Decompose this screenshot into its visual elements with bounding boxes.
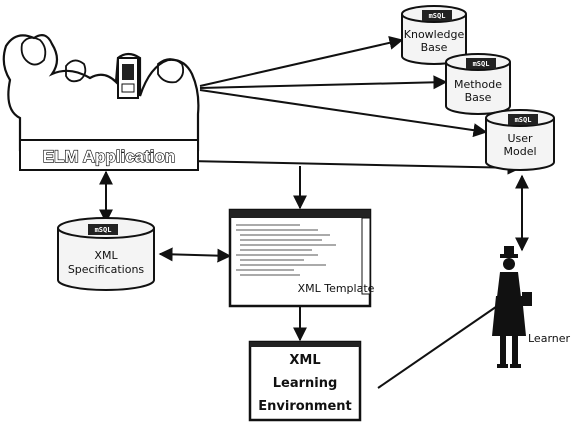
database-label-line: Model bbox=[503, 145, 536, 158]
msql-tag-label: mSQL bbox=[429, 12, 446, 20]
elm-application: ELM Application bbox=[2, 34, 200, 171]
environment-title-bar bbox=[250, 342, 360, 347]
database-label-line: XML bbox=[94, 249, 118, 262]
msql-tag-label: mSQL bbox=[515, 116, 532, 124]
arrow-app-to-user-model bbox=[199, 89, 488, 138]
document-text-lines bbox=[236, 224, 336, 276]
msql-tag bbox=[466, 58, 496, 69]
arrow-app-template-user-model bbox=[138, 153, 522, 175]
connectors bbox=[99, 35, 529, 389]
msql-tag bbox=[88, 224, 118, 235]
arrow-specs-template bbox=[158, 247, 232, 263]
xml-learning-environment: XML Learning Environment bbox=[248, 340, 362, 422]
xml-template-window: XML Template bbox=[228, 208, 375, 308]
xml-template-label: XML Template bbox=[298, 282, 375, 295]
database-label-line: Methode bbox=[454, 78, 502, 91]
environment-label-line: XML bbox=[289, 353, 320, 368]
line-environment-to-learner bbox=[377, 299, 507, 389]
database-knowledge-base: mSQL Knowledge Base bbox=[401, 5, 467, 65]
head-icon bbox=[503, 258, 515, 270]
hat-icon bbox=[500, 254, 518, 258]
database-label-line: Specifications bbox=[68, 263, 145, 276]
database-label-line: Knowledge bbox=[404, 28, 465, 41]
msql-tag-label: mSQL bbox=[95, 226, 112, 234]
application-label-bar bbox=[19, 139, 199, 171]
coat-icon bbox=[492, 296, 526, 336]
people-illustration bbox=[2, 34, 200, 152]
person-middle-icon bbox=[65, 59, 87, 83]
database-methode-base: mSQL Methode Base bbox=[445, 53, 511, 115]
database-xml-specifications: mSQL XML Specifications bbox=[57, 217, 155, 291]
msql-tag-label: mSQL bbox=[473, 60, 490, 68]
msql-tag bbox=[422, 10, 452, 21]
database-label-line: Base bbox=[421, 41, 448, 54]
briefcase-icon bbox=[522, 292, 532, 306]
scrollbar bbox=[361, 217, 371, 295]
database-label-line: Base bbox=[465, 91, 492, 104]
msql-tag bbox=[508, 114, 538, 125]
terminal-icon bbox=[117, 57, 139, 99]
arrow-app-to-methode-base bbox=[199, 75, 448, 90]
database-user-model: mSQL User Model bbox=[485, 109, 555, 171]
environment-label-line: Learning bbox=[273, 376, 338, 391]
database-label-line: User bbox=[507, 132, 533, 145]
learner-label: Learner bbox=[528, 332, 571, 345]
application-label: ELM Application bbox=[43, 147, 176, 166]
person-right-icon bbox=[157, 58, 185, 84]
window-title-bar bbox=[230, 210, 370, 218]
learner-figure bbox=[492, 246, 532, 368]
arrow-app-to-knowledge-base bbox=[199, 35, 404, 87]
person-left-icon bbox=[20, 36, 47, 66]
environment-label-line: Environment bbox=[258, 399, 352, 414]
